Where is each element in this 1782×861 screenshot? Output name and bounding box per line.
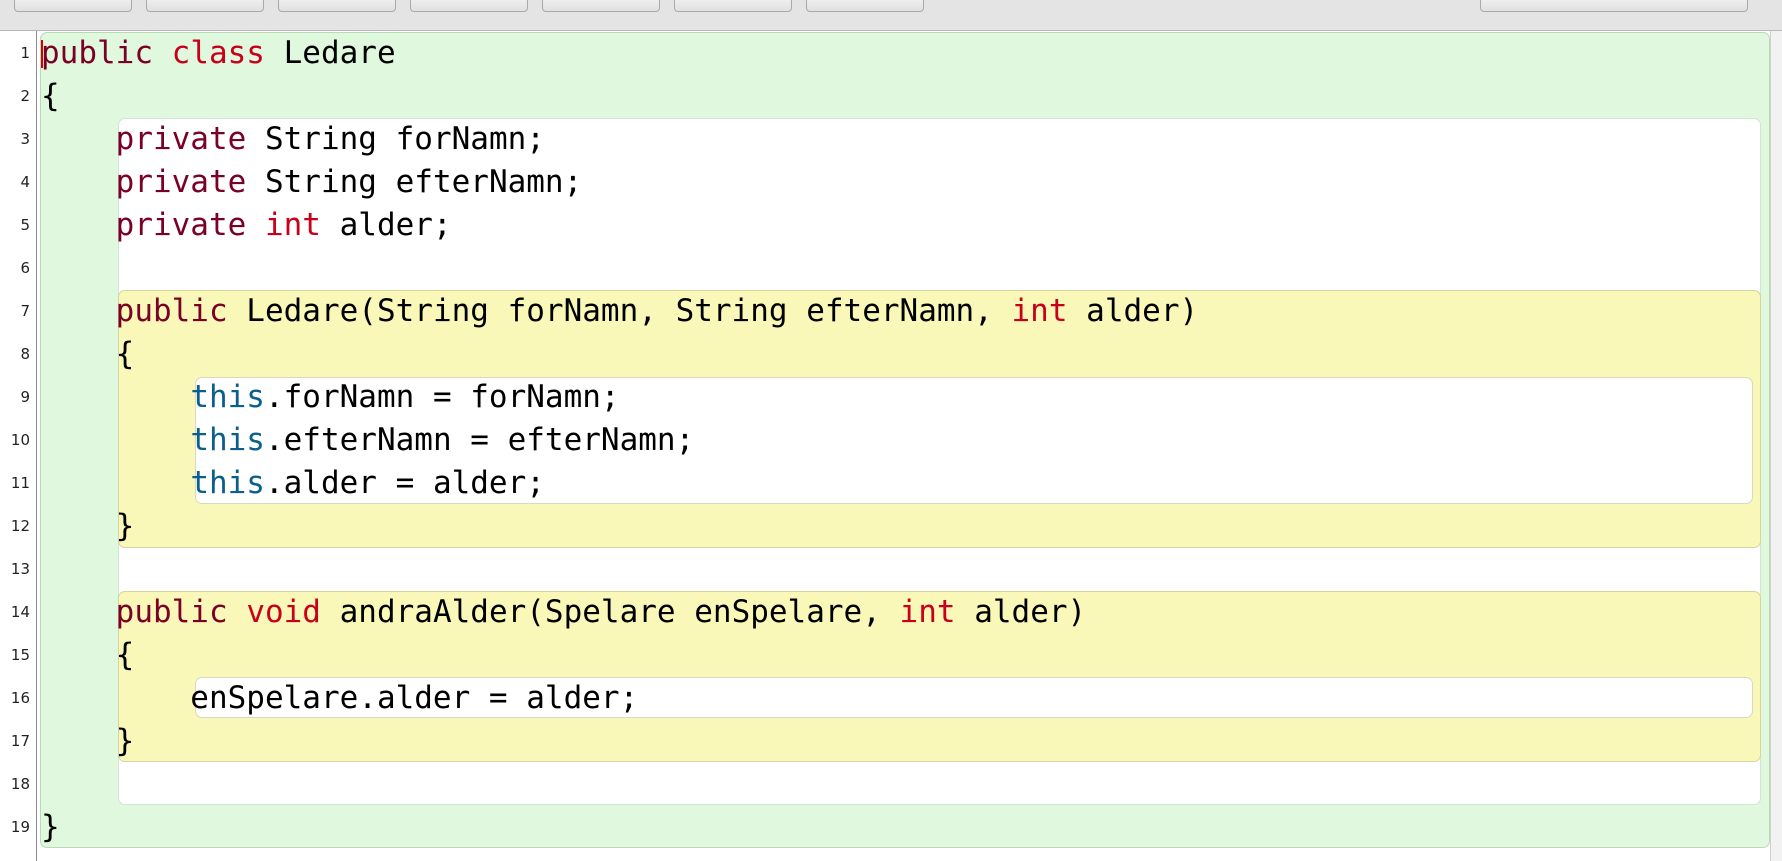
code-line: } [41,806,60,849]
toolbar-button-5[interactable] [542,0,660,12]
code-line: this.alder = alder; [41,462,545,505]
line-number: 13 [10,560,30,578]
code-token: andraAlder(Spelare enSpelare, [320,594,900,630]
code-line: } [41,505,135,548]
code-token [41,422,190,458]
toolbar-button-7[interactable] [806,0,924,12]
line-number: 7 [20,302,30,320]
code-line: this.forNamn = forNamn; [41,376,620,419]
code-token: { [41,336,135,372]
code-token: String efterNamn; [246,164,583,200]
code-token [153,35,172,71]
toolbar-button-2[interactable] [146,0,264,12]
code-token: alder; [320,207,452,243]
code-line: } [41,720,135,763]
code-keyword: private [115,164,247,200]
code-keyword: public [115,594,228,630]
line-number: 19 [10,818,30,836]
toolbar-button-3[interactable] [278,0,396,12]
code-token [41,207,116,243]
constructor-body-scope [195,377,1753,504]
code-keyword: int [264,207,321,243]
code-token [41,594,116,630]
method-scope [118,591,1761,762]
code-token [41,293,116,329]
method-body-scope [195,677,1753,718]
toolbar-button-1[interactable] [14,0,132,12]
code-line: enSpelare.alder = alder; [41,677,638,720]
toolbar-button-4[interactable] [410,0,528,12]
code-line: { [41,634,135,677]
code-token: alder) [1067,293,1199,329]
code-token: alder) [955,594,1087,630]
line-number: 15 [10,646,30,664]
code-token: { [41,78,60,114]
code-token: Ledare [264,35,396,71]
code-token [246,207,265,243]
code-line: { [41,333,135,376]
code-keyword: this [190,465,265,501]
code-token: .forNamn = forNamn; [264,379,620,415]
line-number: 8 [20,345,30,363]
line-number: 17 [10,732,30,750]
line-number: 5 [20,216,30,234]
code-token: } [41,508,135,544]
code-line: public void andraAlder(Spelare enSpelare… [41,591,1087,634]
code-keyword: this [190,422,265,458]
line-number: 9 [20,388,30,406]
code-keyword: public [41,35,153,71]
code-keyword: int [899,594,956,630]
line-number: 16 [10,689,30,707]
code-token [228,594,247,630]
code-line: this.efterNamn = efterNamn; [41,419,694,462]
text-caret [41,40,43,68]
code-keyword: int [1011,293,1068,329]
code-token: } [41,809,60,845]
code-line: private String efterNamn; [41,161,583,204]
code-token: enSpelare.alder = alder; [41,680,639,716]
code-line: private String forNamn; [41,118,545,161]
code-line: public Ledare(String forNamn, String eft… [41,290,1199,333]
code-token: Ledare(String forNamn, String efterNamn, [227,293,1012,329]
code-token: { [41,637,135,673]
code-token [41,379,190,415]
code-token: String forNamn; [246,121,545,157]
line-number: 11 [10,474,30,492]
code-token [41,465,190,501]
toolbar-button-6[interactable] [674,0,792,12]
code-keyword: private [115,121,247,157]
code-keyword: private [115,207,247,243]
code-token [41,164,116,200]
line-number: 10 [10,431,30,449]
code-token: .alder = alder; [264,465,545,501]
line-number: 3 [20,130,30,148]
vertical-scrollbar[interactable] [1770,31,1782,861]
code-token [41,121,116,157]
code-token: .efterNamn = efterNamn; [264,422,695,458]
line-number: 1 [20,44,30,62]
line-number: 14 [10,603,30,621]
line-number: 6 [20,259,30,277]
editor-toolbar [0,0,1782,31]
code-keyword: void [246,594,321,630]
line-number: 2 [20,87,30,105]
code-line: public class Ledare [41,32,396,75]
toolbar-button-right[interactable] [1480,0,1748,12]
code-keyword: public [115,293,228,329]
line-number: 18 [10,775,30,793]
line-number: 4 [20,173,30,191]
code-line: private int alder; [41,204,452,247]
code-line: { [41,75,60,118]
code-keyword: this [190,379,265,415]
line-number: 12 [10,517,30,535]
code-token: } [41,723,135,759]
code-keyword: class [171,35,265,71]
